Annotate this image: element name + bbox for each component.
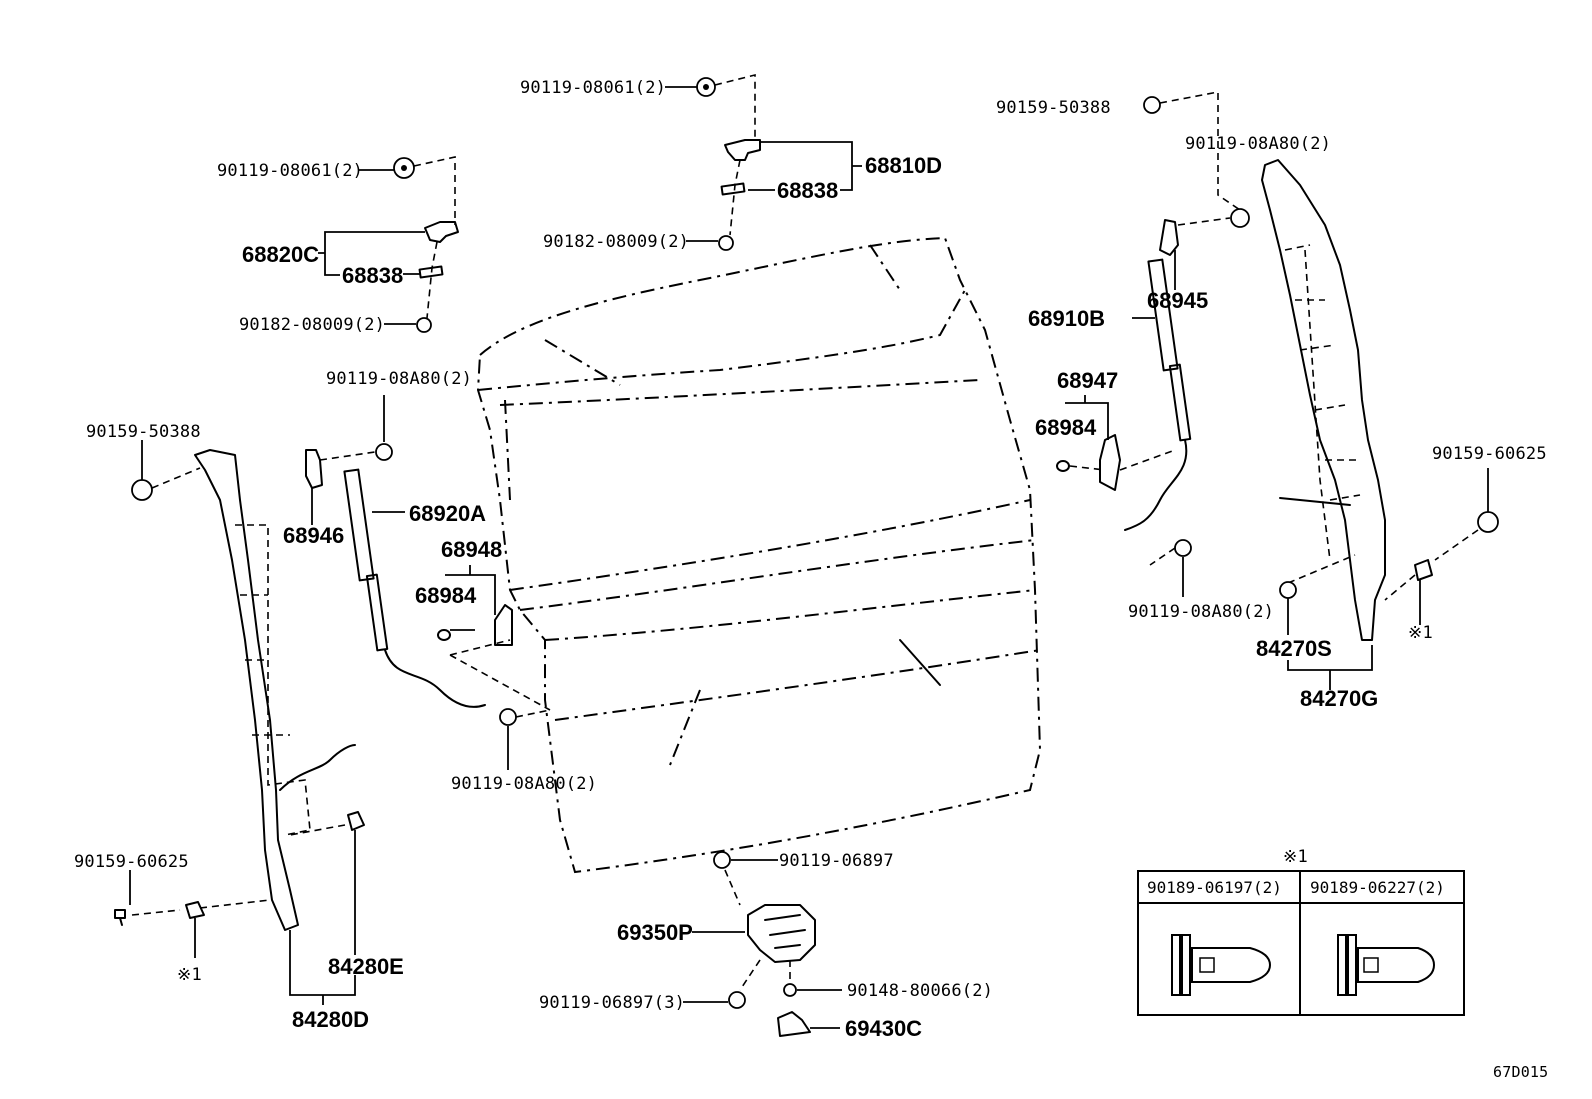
bolt-68910b-bottom xyxy=(1174,539,1192,557)
label-68810d: 68810D xyxy=(865,153,942,178)
label-90182-08009-center: 90182-08009(2) xyxy=(543,232,689,252)
label-68946: 68946 xyxy=(283,523,344,548)
label-90119-08061-b: 90119-08061(2) xyxy=(217,161,363,181)
shim-68838-center xyxy=(720,182,746,196)
label-90159-50388-left: 90159-50388 xyxy=(86,422,201,442)
label-90119-08a80-left: 90119-08A80(2) xyxy=(326,369,472,389)
clip-84280e xyxy=(347,811,365,831)
hinge-68810d xyxy=(665,73,862,251)
trim-84280d xyxy=(114,440,365,1005)
lock-assembly xyxy=(747,904,816,963)
clip-x1-left xyxy=(185,901,205,919)
label-90119-06897-3: 90119-06897(3) xyxy=(539,993,685,1013)
bracket-68945 xyxy=(1159,219,1179,256)
bolt-90159-60625-left xyxy=(114,909,126,926)
label-68838-center: 68838 xyxy=(777,178,838,203)
label-69350p: 69350P xyxy=(617,920,693,945)
bracket-68947 xyxy=(1099,434,1121,491)
strut-68910b xyxy=(1056,91,1250,597)
nut-68838-left xyxy=(416,317,432,333)
label-90148-80066: 90148-80066(2) xyxy=(847,981,993,1001)
label-84280e: 84280E xyxy=(328,954,404,979)
bracket-68948 xyxy=(494,604,513,646)
label-90159-60625-right: 90159-60625 xyxy=(1432,444,1547,464)
label-90119-08a80-center: 90119-08A80(2) xyxy=(451,774,597,794)
bolt-68910b-top xyxy=(1230,208,1250,228)
nut-right-top xyxy=(1143,96,1161,114)
label-90119-06897: 90119-06897 xyxy=(779,851,894,871)
label-90182-08009-left: 90182-08009(2) xyxy=(239,315,385,335)
shim-68838-left xyxy=(418,265,444,279)
striker-69430c xyxy=(777,1011,811,1037)
bracket-68946 xyxy=(305,449,323,489)
label-84280d: 84280D xyxy=(292,1007,369,1032)
label-68820c: 68820C xyxy=(242,242,319,267)
screw-90148-80066 xyxy=(783,983,797,997)
label-68984-left: 68984 xyxy=(415,583,477,608)
clip-68984-right xyxy=(1056,460,1070,472)
label-x1-left: ※1 xyxy=(177,965,202,985)
label-84270s: 84270S xyxy=(1256,636,1332,661)
bolt-90119-06897-top xyxy=(713,851,731,869)
bolt-90119-06897-bottom xyxy=(728,991,746,1009)
legend-col2: 90189-06227(2) xyxy=(1310,878,1445,897)
clip-84270s xyxy=(1279,581,1297,599)
strut-68920a xyxy=(305,395,551,770)
hinge-left xyxy=(424,221,459,243)
clip-x1-right xyxy=(1414,559,1433,581)
label-84270g: 84270G xyxy=(1300,686,1378,711)
clip-legend-table: ※1 90189-06197(2) 90189-06227(2) xyxy=(1137,847,1465,1016)
label-68910b: 68910B xyxy=(1028,306,1105,331)
diagram-code: 67D015 xyxy=(1493,1063,1548,1081)
label-68947: 68947 xyxy=(1057,368,1118,393)
clip-90159-60625-right xyxy=(1477,511,1499,533)
bolt-68920a-top xyxy=(375,443,393,461)
trim-84280d-body xyxy=(194,449,299,931)
label-68948: 68948 xyxy=(441,537,502,562)
label-68920a: 68920A xyxy=(409,501,486,526)
clip-68984-left xyxy=(437,629,451,641)
label-68945: 68945 xyxy=(1147,288,1208,313)
label-90119-08a80-top-right: 90119-08A80(2) xyxy=(1185,134,1331,154)
bolt-68920a-bottom xyxy=(499,708,517,726)
label-90159-60625-left: 90159-60625 xyxy=(74,852,189,872)
label-68984-right: 68984 xyxy=(1035,415,1097,440)
trim-84270g xyxy=(1261,159,1499,690)
strut-68920a-body xyxy=(343,468,375,582)
hinge-top-center xyxy=(724,139,761,161)
trim-84270g-body xyxy=(1261,159,1386,641)
label-68838-left: 68838 xyxy=(342,263,403,288)
nut-68838-center xyxy=(718,235,734,251)
label-x1-right: ※1 xyxy=(1408,623,1433,643)
hinge-68820c xyxy=(318,156,459,333)
legend-col1: 90189-06197(2) xyxy=(1147,878,1282,897)
strut-68910b-body xyxy=(1147,258,1179,372)
lock-69350p xyxy=(683,851,842,1037)
clip-icon-06197 xyxy=(1171,934,1272,996)
label-69430c: 69430C xyxy=(845,1016,922,1041)
clip-icon-06227 xyxy=(1337,934,1436,996)
back-door-panel xyxy=(476,236,1042,874)
legend-mark: ※1 xyxy=(1283,847,1308,867)
label-90119-08a80-right: 90119-08A80(2) xyxy=(1128,602,1274,622)
clip-90159-50388-left xyxy=(131,479,153,501)
label-90159-50388-right: 90159-50388 xyxy=(996,98,1111,118)
label-90119-08061-a: 90119-08061(2) xyxy=(520,78,666,98)
